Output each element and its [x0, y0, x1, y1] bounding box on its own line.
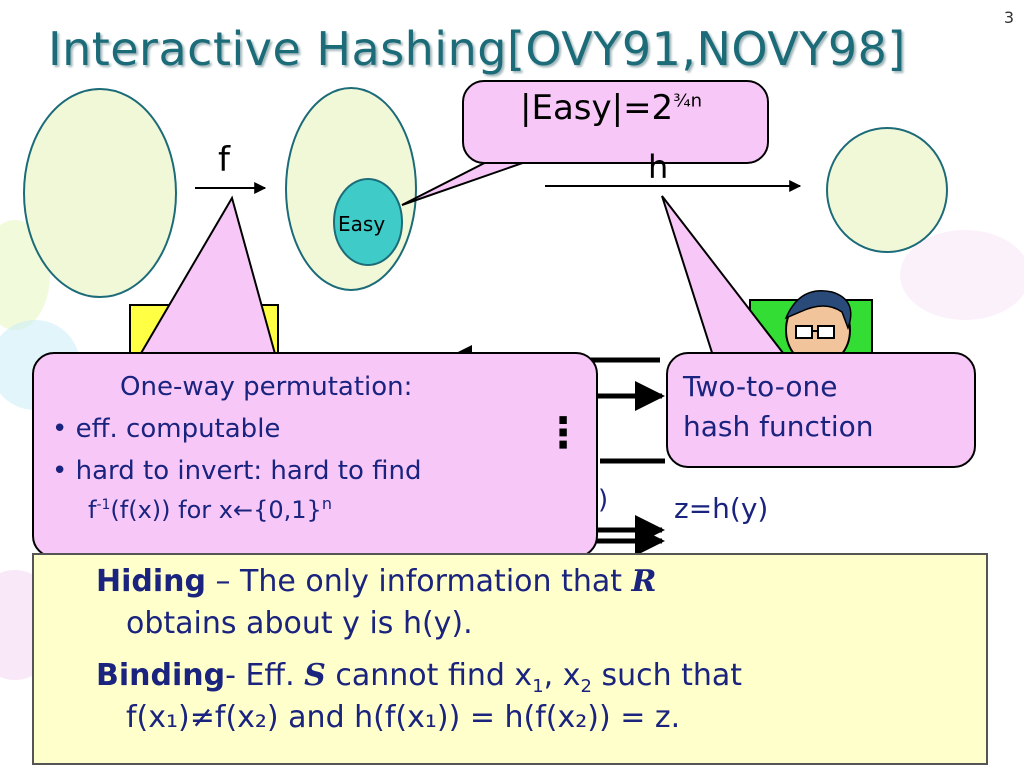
f-label: f	[218, 140, 230, 180]
binding-line: Binding- Eff. S cannot find x1, x2 such …	[96, 657, 742, 706]
owp-line3-suffix: {0,1}	[253, 496, 322, 524]
owp-line3-sup: -1	[96, 497, 111, 513]
binding-sub2: 2	[580, 676, 592, 697]
decorative-blob	[900, 230, 1024, 320]
owp-bullet: • eff. computable	[52, 414, 281, 444]
h-label: h	[648, 148, 669, 186]
easy-size-exponent-n: n	[690, 90, 703, 112]
owp-line3-n: n	[321, 494, 332, 513]
ellipsis-dots: ⋮	[542, 408, 584, 457]
page-number: 3	[1003, 8, 1014, 27]
receiver-symbol: R	[631, 564, 657, 599]
easy-subset	[333, 178, 403, 266]
binding-text: - Eff.	[225, 658, 305, 693]
hiding-text: – The only information that	[205, 564, 632, 599]
easy-size-text: |Easy|=2¾n	[520, 88, 702, 128]
owp-line3-arrow: ←	[233, 496, 254, 524]
owp-line3: f-1(f(x)) for x←{0,1}n	[88, 494, 332, 524]
easy-label: Easy	[338, 212, 386, 236]
hash-callout	[666, 352, 976, 468]
hash-callout-line2: hash function	[683, 410, 874, 443]
domain-oval	[23, 88, 177, 298]
hiding-term: Hiding	[96, 564, 206, 599]
output-oval	[826, 127, 948, 253]
hash-callout-tail	[661, 195, 793, 363]
binding-comma: , x	[543, 658, 581, 693]
hiding-line-2: obtains about y is h(y).	[126, 606, 473, 641]
binding-text-2: cannot find x	[325, 658, 533, 693]
binding-text-3: such that	[591, 658, 743, 693]
properties-box: Hiding – The only information that R obt…	[32, 553, 988, 765]
binding-line-2: f(x₁)≠f(x₂) and h(f(x₁)) = h(f(x₂)) = z.	[126, 700, 681, 735]
z-label: z=h(y)	[674, 492, 769, 525]
left-lower-label: )	[598, 485, 609, 515]
easy-size-callout	[462, 80, 769, 164]
owp-line3-prefix: f	[88, 496, 97, 524]
receiver-character-icon	[784, 290, 852, 367]
hiding-line: Hiding – The only information that R	[96, 563, 656, 601]
easy-size-exponent: ¾	[673, 90, 691, 112]
owp-heading: One-way permutation:	[120, 372, 413, 402]
sender-symbol: S	[304, 658, 326, 693]
owp-bullet-text: hard to invert: hard to find	[75, 456, 422, 486]
slide-title: Interactive Hashing[OVY91,NOVY98]	[48, 22, 906, 76]
owp-line3-mid: (f(x)) for x	[110, 496, 233, 524]
easy-size-base: |Easy|=2	[520, 88, 674, 128]
owp-bullet: • hard to invert: hard to find	[52, 456, 422, 486]
hash-callout-line1: Two-to-one	[683, 370, 838, 403]
binding-sub1: 1	[532, 676, 544, 697]
binding-term: Binding	[96, 658, 226, 693]
owp-bullet-text: eff. computable	[75, 414, 281, 444]
